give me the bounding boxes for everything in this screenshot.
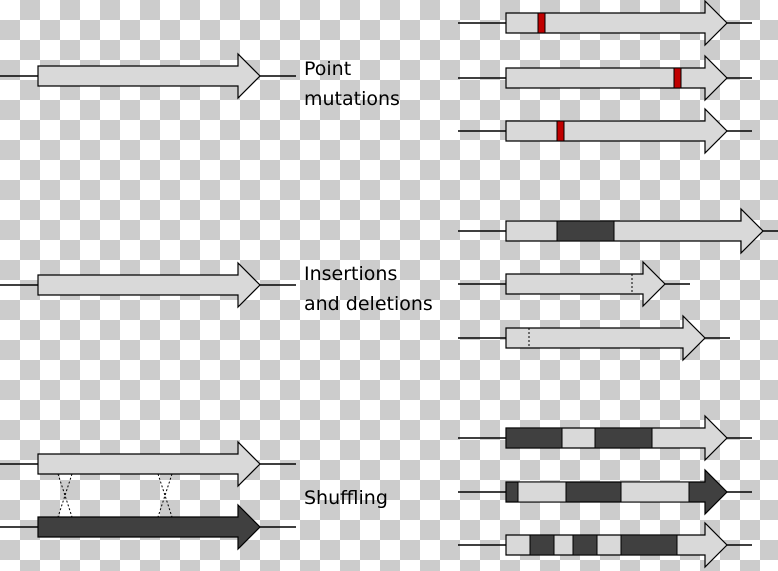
- crossover-line: [57, 473, 73, 518]
- insertions-deletions-label: Insertions and deletions: [304, 259, 433, 319]
- crossover-line: [157, 473, 173, 518]
- insertions-deletions-label-line2: and deletions: [304, 293, 433, 315]
- indel-source-gene: [0, 261, 296, 309]
- point-mutation-mark: [556, 120, 565, 142]
- point-mutation-mark: [537, 12, 546, 34]
- shuffling-parent-dark: [0, 503, 296, 551]
- deletion-variant-1: [458, 260, 690, 308]
- point-mutation-variant-2: [458, 54, 752, 102]
- point-mutations-label: Point mutations: [304, 54, 400, 114]
- crossover-marks: [57, 473, 173, 518]
- crossover-line: [157, 473, 173, 518]
- light-segment: [620, 481, 690, 503]
- light-segment: [517, 481, 567, 503]
- shuffling-parent-light: [0, 440, 296, 488]
- point-mutation-variant-3: [458, 107, 752, 155]
- insertions-deletions-label-line1: Insertions: [304, 263, 398, 285]
- dark-segment: [594, 427, 653, 449]
- dark-segment: [572, 534, 598, 556]
- point-mutation-source-gene: [0, 52, 296, 100]
- shuffled-variant-3: [458, 521, 752, 569]
- deletion-variant-2: [458, 314, 730, 362]
- point-mutation-variant-1: [458, 0, 752, 47]
- point-mutations-label-line1: Point: [304, 58, 352, 80]
- dark-segment: [620, 534, 678, 556]
- point-mutation-mark: [673, 67, 682, 89]
- inserted-segment: [556, 220, 615, 242]
- crossover-line: [57, 473, 73, 518]
- shuffled-variant-2: [458, 468, 752, 516]
- shuffled-variant-1: [458, 414, 752, 462]
- dark-segment: [529, 534, 555, 556]
- insertion-variant: [458, 207, 778, 255]
- shuffling-label: Shuffling: [304, 483, 388, 513]
- shuffling-label-text: Shuffling: [304, 487, 388, 509]
- dark-segment: [505, 427, 563, 449]
- point-mutations-label-line2: mutations: [304, 88, 400, 110]
